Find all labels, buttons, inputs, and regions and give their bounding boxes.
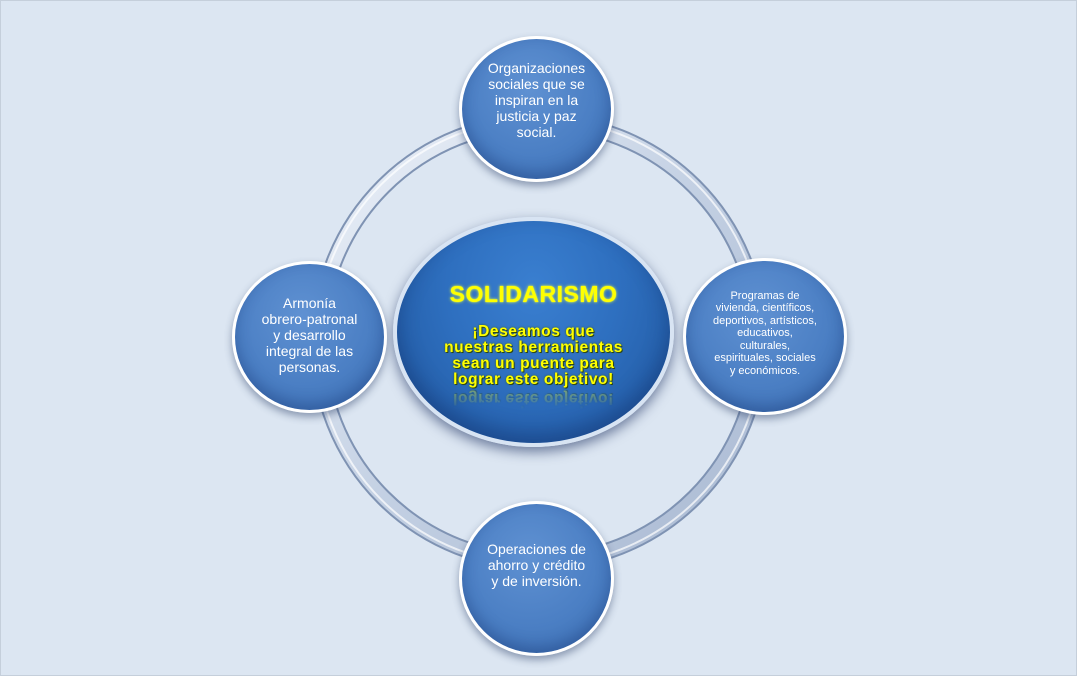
node-text-line: Armonía [283,295,336,311]
center-message-line: nuestras herramientas [444,339,623,356]
center-message-line: lograr este objetivo! [453,371,614,388]
node-text-line: y desarrollo [273,327,346,343]
node-text: Organizaciones sociales que se inspiran … [488,60,585,140]
node-text: Programas de vivienda, científicos, depo… [713,290,817,378]
node-text-line: culturales, [739,339,791,352]
node-text-line: inspiran en la [494,92,579,108]
node-text-line: social. [516,124,557,140]
node-text-line: Organizaciones [487,60,586,76]
node-text: Armonía obrero-patronal y desarrollo int… [262,295,358,375]
node-text-line: ahorro y crédito [487,556,586,573]
center-title: SOLIDARISMO [449,281,618,307]
node-text-line: justicia y paz [496,108,577,124]
center-message-line: ¡Deseamos que [472,323,595,340]
node-operaciones: Operaciones de ahorro y crédito y de inv… [459,501,614,656]
node-text-line: vivienda, científicos, [715,302,815,315]
node-text-line: personas. [278,359,341,375]
node-armonia: Armonía obrero-patronal y desarrollo int… [232,261,387,413]
node-text-line: educativos, [737,327,793,340]
center-message: ¡Deseamos que nuestras herramientas sean… [397,324,670,388]
center-circle: SOLIDARISMO ¡Deseamos que nuestras herra… [393,217,674,447]
node-text-line: Operaciones de [487,540,586,557]
node-text-line: y económicos. [729,364,801,377]
node-text-line: Programas de [730,289,800,302]
center-message-line: sean un puente para [452,355,615,372]
node-text-line: obrero-patronal [261,311,358,327]
node-text-line: integral de las [265,343,354,359]
node-text-line: deportivos, artísticos, [713,314,817,327]
node-programas: Programas de vivienda, científicos, depo… [683,258,847,415]
node-text-line: y de inversión. [491,572,582,589]
node-text: Operaciones de ahorro y crédito y de inv… [487,541,586,589]
node-text-line: espirituales, sociales [714,352,816,365]
node-text-line: sociales que se [488,76,585,92]
node-organizaciones-sociales: Organizaciones sociales que se inspiran … [459,36,614,182]
